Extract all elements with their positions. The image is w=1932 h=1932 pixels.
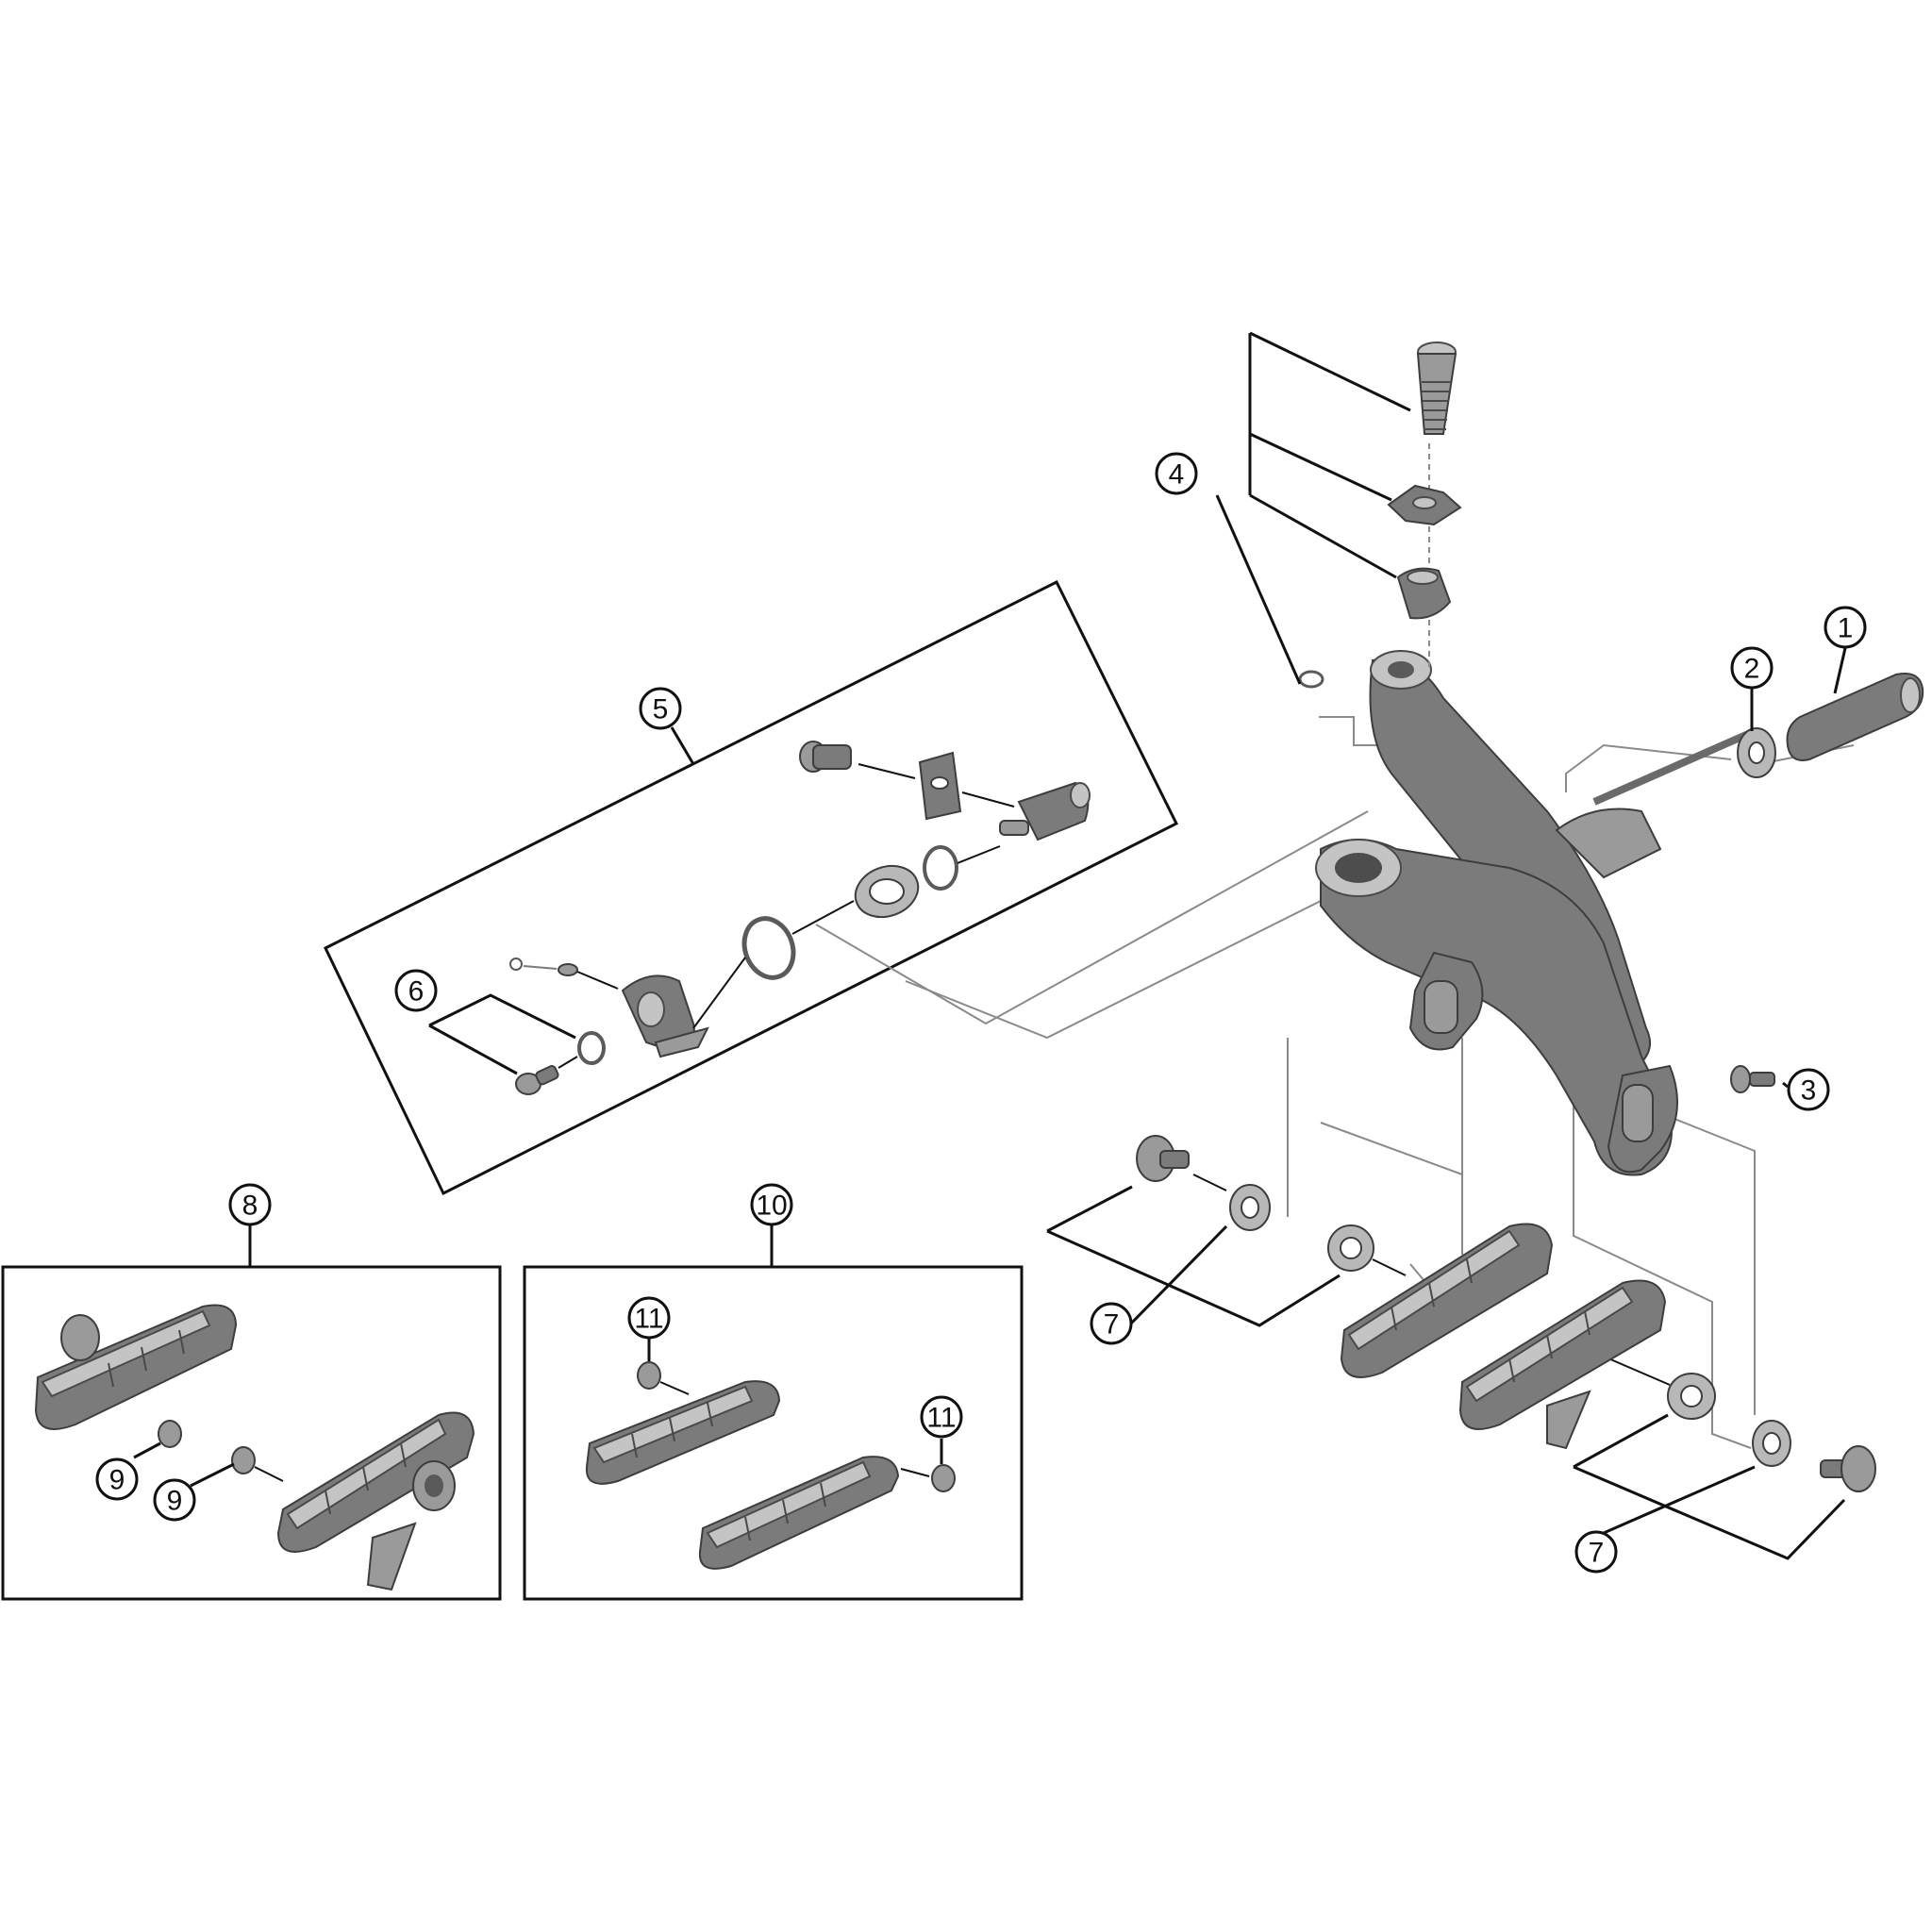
svg-text:11: 11 bbox=[634, 1304, 663, 1335]
svg-text:7: 7 bbox=[1589, 1538, 1605, 1569]
callout-11-right: 11 bbox=[920, 1395, 963, 1439]
callout-9-left: 9 bbox=[95, 1457, 139, 1501]
fixing-bolt-part-7-right bbox=[1607, 1357, 1876, 1492]
callout-3: 3 bbox=[1787, 1068, 1830, 1111]
callout-8: 8 bbox=[228, 1183, 272, 1226]
callout-7-right: 7 bbox=[1574, 1530, 1618, 1574]
brake-shoe-rear bbox=[1458, 1279, 1667, 1450]
group-box-5 bbox=[324, 579, 1179, 1196]
svg-text:6: 6 bbox=[408, 976, 425, 1008]
adjusting-unit-part-5 bbox=[509, 741, 1091, 1058]
callout-5: 5 bbox=[639, 687, 682, 730]
brake-shoe-front bbox=[1340, 1223, 1554, 1378]
brake-pad-inserts-part-10 bbox=[585, 1361, 956, 1570]
callout-7-left: 7 bbox=[1090, 1302, 1133, 1345]
svg-text:5: 5 bbox=[653, 694, 669, 725]
svg-text:2: 2 bbox=[1744, 654, 1760, 685]
callout-4: 4 bbox=[1155, 452, 1198, 495]
fixing-bolt-part-7-left bbox=[1136, 1135, 1407, 1276]
brake-caliper-arm bbox=[1315, 650, 1678, 1176]
svg-text:11: 11 bbox=[926, 1403, 956, 1434]
leader-lines bbox=[133, 331, 1847, 1560]
nut-set-part-4 bbox=[1298, 341, 1462, 689]
svg-text:7: 7 bbox=[1104, 1309, 1120, 1341]
svg-text:8: 8 bbox=[242, 1191, 258, 1222]
svg-text:3: 3 bbox=[1801, 1075, 1817, 1107]
screw-part-6 bbox=[515, 1031, 606, 1095]
brake-shoe-set-part-8 bbox=[34, 1304, 475, 1591]
svg-text:9: 9 bbox=[109, 1465, 125, 1496]
svg-text:1: 1 bbox=[1838, 613, 1854, 644]
svg-text:10: 10 bbox=[756, 1191, 787, 1222]
callout-9-right: 9 bbox=[153, 1478, 196, 1522]
callout-1: 1 bbox=[1824, 606, 1867, 649]
screw-part-3 bbox=[1730, 1065, 1775, 1093]
fixing-bolt-part-1 bbox=[1592, 673, 1924, 806]
callout-11-top: 11 bbox=[627, 1296, 671, 1340]
callout-6: 6 bbox=[394, 969, 438, 1012]
svg-text:4: 4 bbox=[1169, 459, 1185, 491]
svg-text:9: 9 bbox=[167, 1486, 183, 1517]
callout-10: 10 bbox=[750, 1183, 793, 1226]
callout-2: 2 bbox=[1730, 646, 1774, 690]
